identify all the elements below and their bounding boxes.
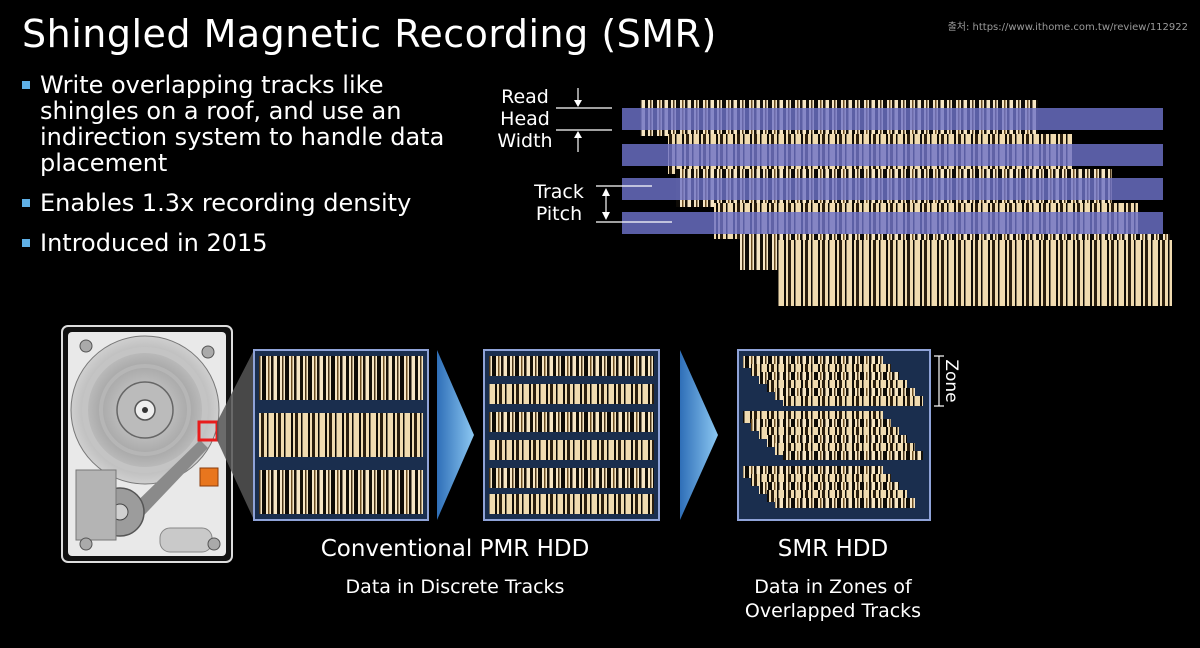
smr-subtitle: Data in Zones of Overlapped Tracks <box>744 576 922 622</box>
head-bar <box>622 178 1163 200</box>
shingled-tracks-illustration <box>556 88 1172 306</box>
head-bar <box>622 212 1163 234</box>
read-head-bars <box>622 108 1163 234</box>
bullet-square-icon <box>22 81 30 89</box>
zone-bracket <box>934 355 944 407</box>
bullet-list: Write overlapping tracks like shingles o… <box>22 72 462 270</box>
pmr-title: Conventional PMR HDD <box>320 536 590 562</box>
head-bar <box>622 108 1163 130</box>
smr-zone <box>743 356 923 406</box>
bullet-square-icon <box>22 239 30 247</box>
pmr-panel-narrow <box>483 349 660 521</box>
source-caption: 출처: https://www.ithome.com.tw/review/112… <box>947 22 1188 33</box>
dimension-arrows <box>574 100 610 220</box>
page-title: Shingled Magnetic Recording (SMR) <box>22 12 717 56</box>
zoom-wedge <box>217 350 254 520</box>
pmr-subtitle: Data in Discrete Tracks <box>345 576 565 598</box>
smr-panel <box>737 349 931 521</box>
head-bar <box>622 144 1163 166</box>
transition-arrow-icon <box>680 350 718 520</box>
smr-zone <box>743 466 915 508</box>
bullet-square-icon <box>22 199 30 207</box>
read-head-width-label: Read Head Width <box>497 86 553 152</box>
bullet-item: Introduced in 2015 <box>22 230 462 256</box>
bullet-item: Write overlapping tracks like shingles o… <box>22 72 462 176</box>
smr-zone <box>743 411 923 460</box>
smr-title: SMR HDD <box>777 536 889 562</box>
hdd-illustration <box>61 325 233 563</box>
shingle-track <box>778 240 1172 306</box>
transition-arrow-icon <box>437 350 474 520</box>
pmr-panel-wide <box>253 349 429 521</box>
zone-label: Zone <box>941 359 961 403</box>
bullet-item: Enables 1.3x recording density <box>22 190 462 216</box>
track-pitch-label: Track Pitch <box>534 181 584 225</box>
